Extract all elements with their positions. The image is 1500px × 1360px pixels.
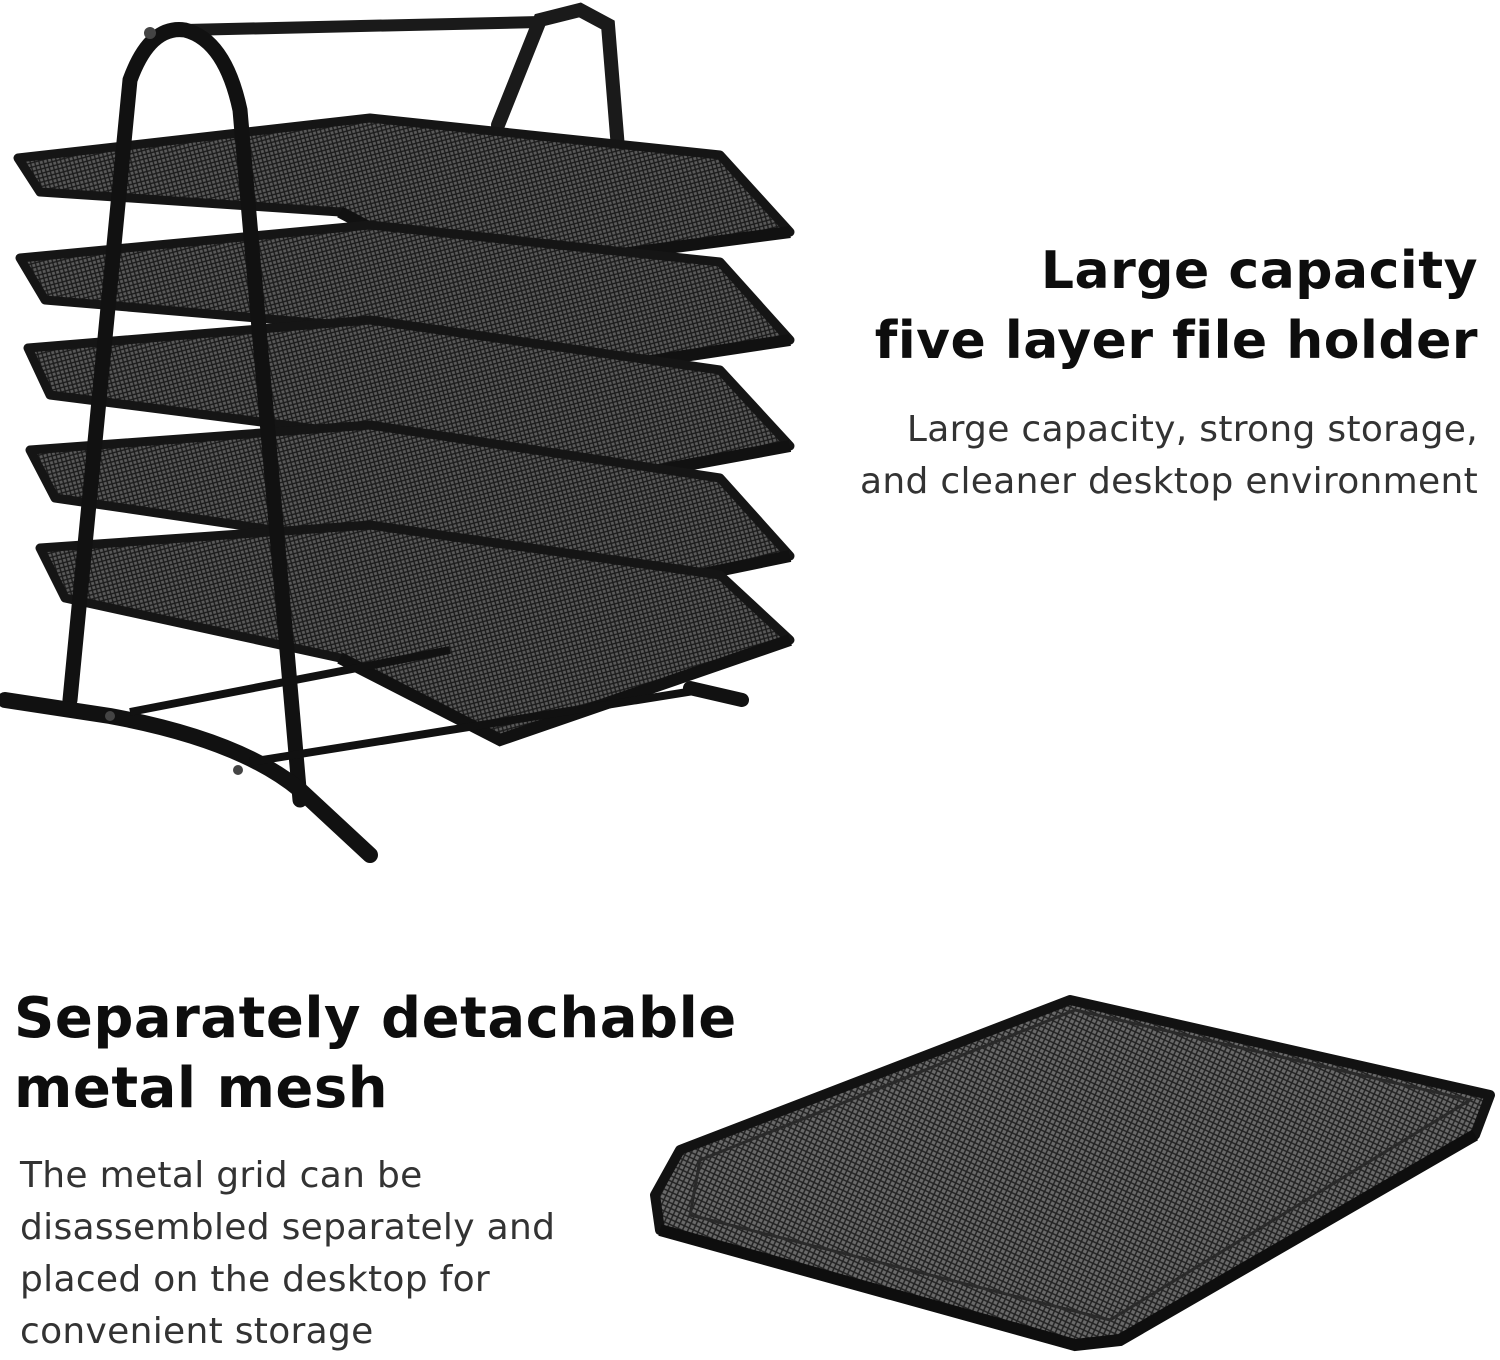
file-rack-image xyxy=(0,2,795,863)
single-tray-image xyxy=(650,995,1495,1352)
detachable-heading-line-1: Separately detachable xyxy=(14,986,737,1051)
capacity-heading: Large capacity five layer file holder xyxy=(778,236,1478,376)
detachable-description: The metal grid can be disassembled separ… xyxy=(20,1150,580,1358)
detachable-description-line-2: disassembled separately and xyxy=(20,1207,556,1248)
detachable-heading-line-2: metal mesh xyxy=(14,1056,389,1121)
rack-tray-5 xyxy=(35,520,795,747)
detachable-description-line-4: convenient storage xyxy=(20,1311,374,1352)
capacity-description: Large capacity, strong storage, and clea… xyxy=(778,404,1478,508)
detachable-description-line-3: placed on the desktop for xyxy=(20,1259,490,1300)
capacity-description-line-1: Large capacity, strong storage, xyxy=(906,409,1478,450)
detachable-description-line-1: The metal grid can be xyxy=(20,1155,423,1196)
detachable-heading: Separately detachable metal mesh xyxy=(14,984,737,1124)
capacity-description-line-2: and cleaner desktop environment xyxy=(860,461,1478,502)
capacity-heading-line-2: five layer file holder xyxy=(874,311,1478,371)
capacity-heading-line-1: Large capacity xyxy=(1040,241,1478,301)
